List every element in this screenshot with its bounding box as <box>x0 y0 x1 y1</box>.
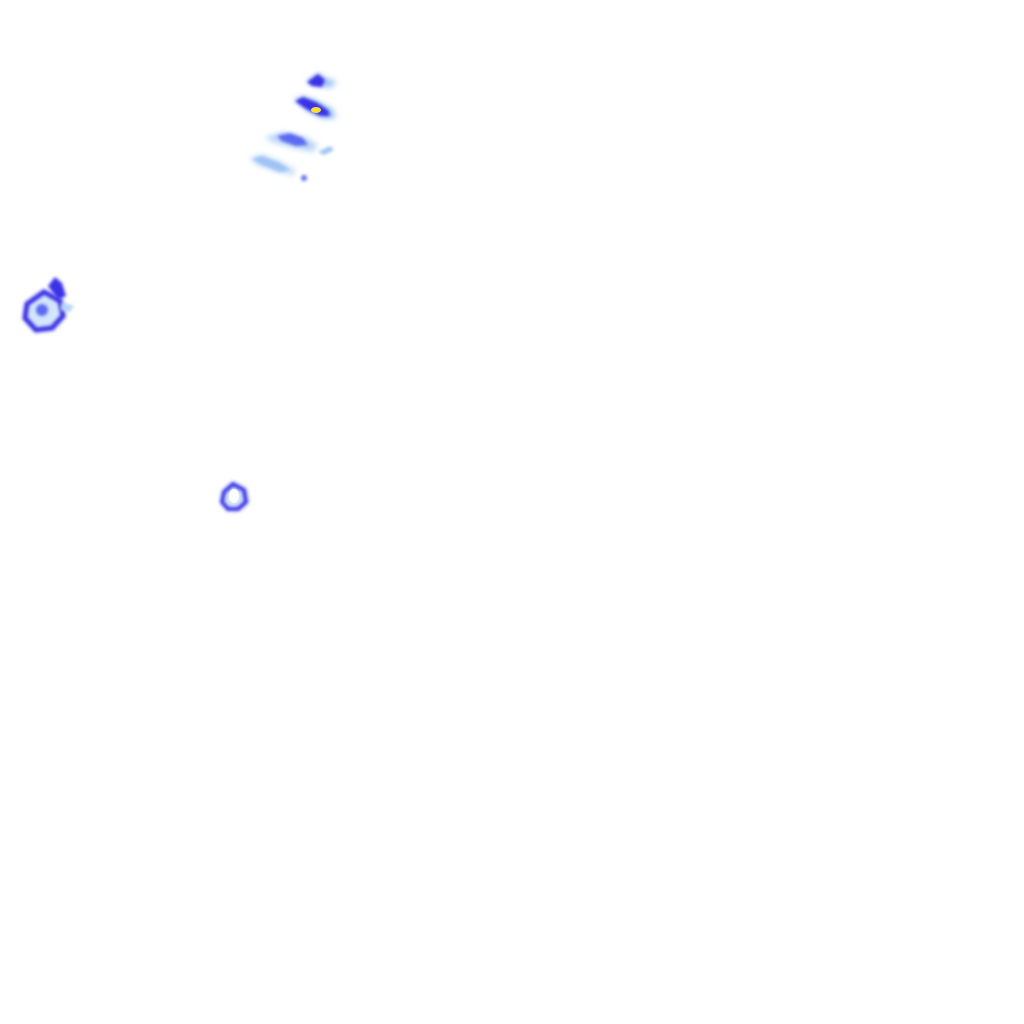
streak-bottom <box>249 154 307 181</box>
square-blob-left <box>22 277 74 333</box>
small-blob-center <box>219 481 250 511</box>
streak-yellow-core <box>294 96 336 119</box>
streak-middle <box>265 132 334 155</box>
streak-top-arrow <box>306 73 337 88</box>
